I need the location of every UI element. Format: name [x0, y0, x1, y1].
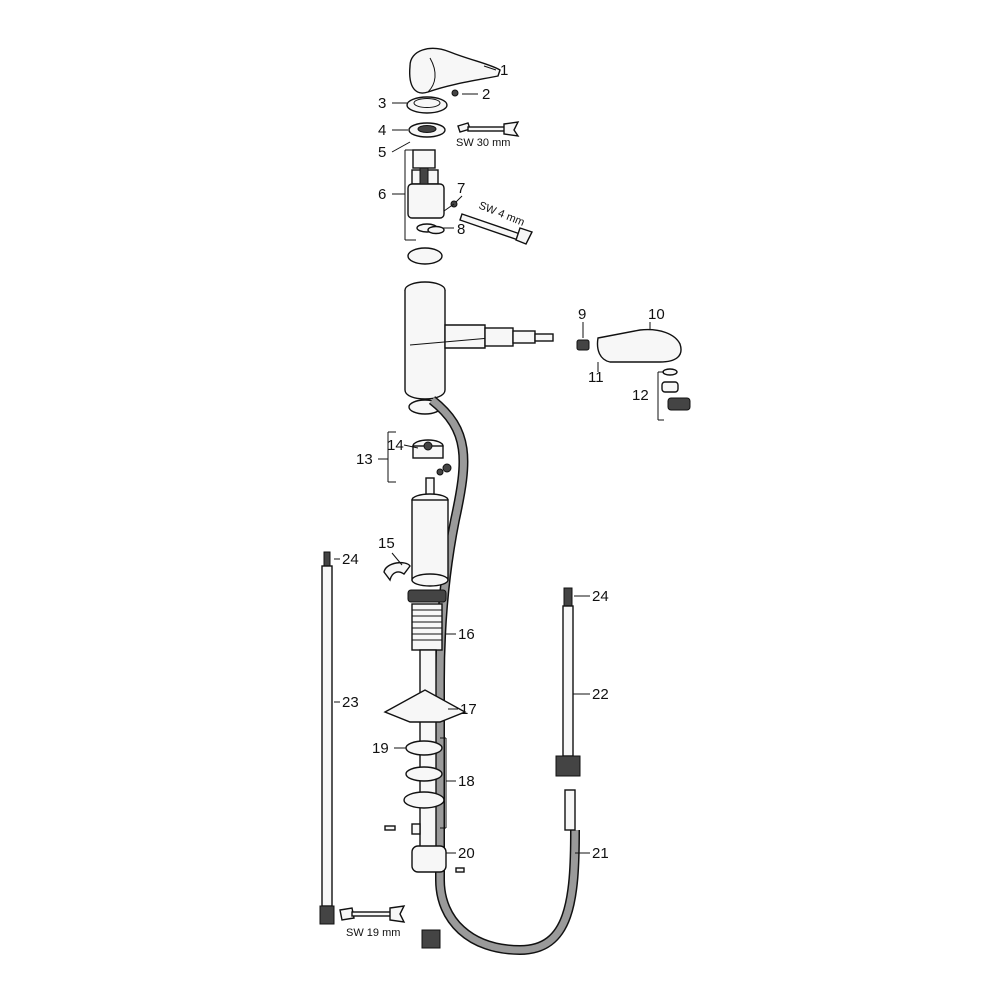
wrench-30-icon	[457, 121, 520, 137]
callout-21: 21	[592, 845, 609, 862]
callout-11: 11	[588, 369, 604, 386]
lever-handle	[409, 47, 501, 94]
check-valve-9	[576, 339, 590, 351]
hose-end-21	[564, 789, 576, 831]
callout-9: 9	[578, 306, 586, 323]
callout-5: 5	[378, 144, 386, 161]
seal-ring	[407, 247, 443, 265]
callout-8: 8	[457, 221, 465, 238]
o-rings-8	[416, 223, 445, 235]
faucet-body	[404, 281, 491, 400]
callout-13: 13	[356, 451, 373, 468]
spray-head-10	[596, 328, 682, 363]
callout-10: 10	[648, 306, 665, 323]
callout-24-left: 24	[342, 551, 359, 568]
washers-18-19	[403, 740, 445, 809]
supply-pipe-22	[555, 587, 581, 777]
spout-fittings	[484, 327, 554, 347]
pull-out-hose	[428, 396, 580, 956]
leader-lines	[334, 65, 651, 854]
callout-14: 14	[387, 437, 404, 454]
callout-6: 6	[378, 186, 386, 203]
callout-23: 23	[342, 694, 359, 711]
screws-20	[384, 823, 465, 873]
label-wrench-30: SW 30 mm	[456, 137, 510, 149]
callout-3: 3	[378, 95, 386, 112]
diverter-14	[412, 439, 452, 476]
bracket-12	[657, 371, 664, 421]
supply-hose-23	[319, 551, 335, 925]
callout-2: 2	[482, 86, 490, 103]
mounting-plate-17	[383, 689, 467, 723]
label-wrench-19: SW 19 mm	[346, 927, 400, 939]
hose-fitting-bottom	[421, 929, 441, 949]
bracket-6	[404, 149, 416, 241]
cartridge	[407, 149, 445, 219]
cover-cap	[406, 96, 448, 114]
hose-fill	[429, 397, 579, 954]
screw-7	[443, 200, 458, 212]
hex-key-4-icon	[459, 213, 533, 245]
lower-housing	[411, 493, 449, 587]
nut	[408, 122, 446, 138]
callout-18: 18	[458, 773, 475, 790]
callout-20: 20	[458, 845, 475, 862]
hose-weight-20	[411, 845, 447, 873]
bracket-13	[387, 431, 396, 483]
callout-15: 15	[378, 535, 395, 552]
callout-22: 22	[592, 686, 609, 703]
aerator-12	[661, 368, 691, 411]
callout-24-right: 24	[592, 588, 609, 605]
wrench-19-icon	[339, 905, 406, 923]
callout-12: 12	[632, 387, 649, 404]
callout-19: 19	[372, 740, 389, 757]
bracket-18	[440, 737, 447, 829]
callout-16: 16	[458, 626, 475, 643]
callout-4: 4	[378, 122, 386, 139]
callout-17: 17	[460, 701, 477, 718]
set-screw	[451, 89, 459, 97]
callout-7: 7	[457, 180, 465, 197]
callout-1: 1	[500, 62, 508, 79]
clip-15	[383, 561, 411, 582]
